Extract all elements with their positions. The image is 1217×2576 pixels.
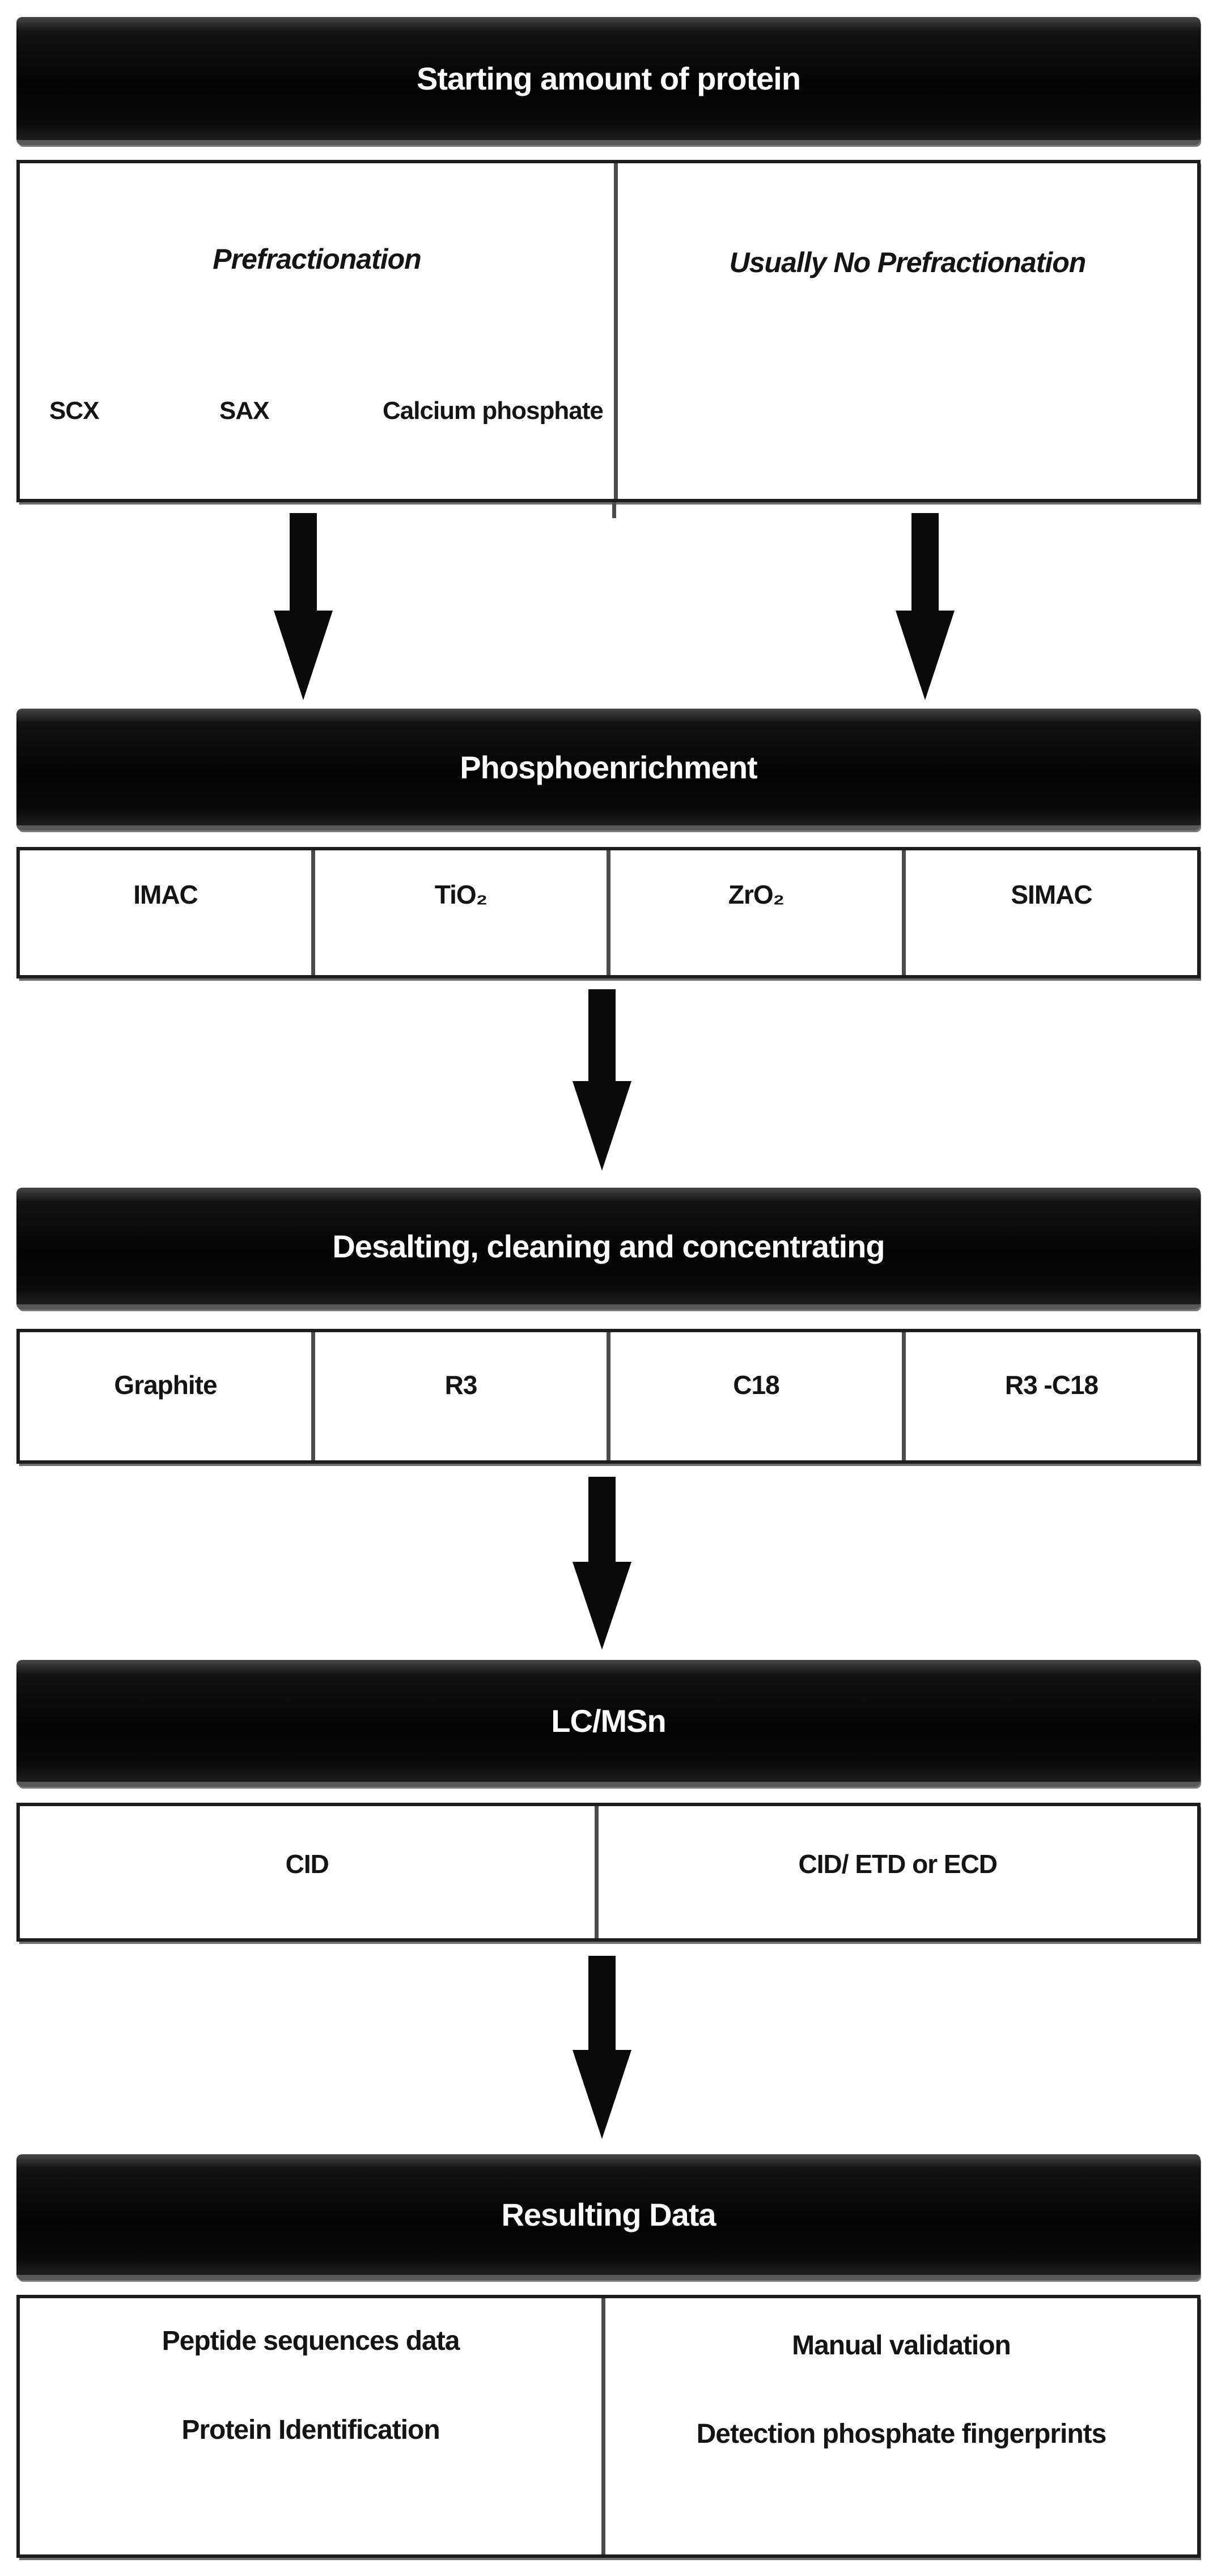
divider-tail xyxy=(612,502,616,518)
prefractionation-box: Prefractionation SCX SAX Calcium phospha… xyxy=(16,160,1201,502)
stage-title: Resulting Data xyxy=(501,2197,716,2232)
methods-cells: Graphite R3 C18 R3 -C18 xyxy=(20,1332,1197,1460)
arrow-shaft xyxy=(588,1477,616,1562)
method-cell-tio2: TiO₂ xyxy=(311,850,607,975)
column-divider xyxy=(601,2298,605,2554)
stage-title: LC/MSn xyxy=(551,1703,666,1739)
result-detection-fingerprints: Detection phosphate fingerprints xyxy=(696,2419,1107,2449)
results-right-column: Manual validation Detection phosphate fi… xyxy=(605,2298,1197,2554)
methods-cells: IMAC TiO₂ ZrO₂ SIMAC xyxy=(20,850,1197,975)
stage-bar-resulting-data: Resulting Data xyxy=(16,2154,1201,2280)
phosphoenrichment-methods-row: IMAC TiO₂ ZrO₂ SIMAC xyxy=(16,847,1201,978)
stage-bar-desalting: Desalting, cleaning and concentrating xyxy=(16,1188,1201,1310)
method-label-scx: SCX xyxy=(49,397,99,425)
method-label-calcium-phosphate: Calcium phosphate xyxy=(383,397,604,425)
method-cell-r3: R3 xyxy=(311,1332,607,1460)
arrow-head xyxy=(573,1081,631,1171)
arrow-shaft xyxy=(290,513,317,611)
resulting-data-box: Peptide sequences data Protein Identific… xyxy=(16,2295,1201,2558)
stage-bar-lcmsn: LC/MSn xyxy=(16,1660,1201,1787)
arrow-head xyxy=(573,2050,631,2139)
method-cell-cid: CID xyxy=(285,1849,329,1879)
method-cell-zro2: ZrO₂ xyxy=(607,850,902,975)
method-cell-imac: IMAC xyxy=(133,880,198,909)
method-label-sax: SAX xyxy=(219,397,269,425)
fragmentation-row: CID CID/ ETD or ECD xyxy=(16,1803,1201,1942)
method-cell-cid-etd-ecd: CID/ ETD or ECD xyxy=(594,1806,1197,1938)
arrow-head xyxy=(573,1562,631,1650)
arrow-head xyxy=(896,611,955,700)
prefractionation-left-header: Prefractionation xyxy=(213,243,421,275)
method-cell-c18: C18 xyxy=(607,1332,902,1460)
results-left-column: Peptide sequences data Protein Identific… xyxy=(20,2298,601,2554)
arrow-shaft xyxy=(588,1956,616,2050)
arrow-head xyxy=(274,611,333,700)
method-cell-r3-c18: R3 -C18 xyxy=(902,1332,1197,1460)
result-peptide-sequences: Peptide sequences data xyxy=(162,2326,460,2356)
prefractionation-right-header: Usually No Prefractionation xyxy=(729,247,1087,278)
stage-title: Desalting, cleaning and concentrating xyxy=(332,1228,885,1264)
prefractionation-left-column: Prefractionation SCX SAX Calcium phospha… xyxy=(20,163,614,499)
result-protein-identification: Protein Identification xyxy=(181,2415,440,2445)
stage-bar-starting-amount: Starting amount of protein xyxy=(16,17,1201,145)
arrow-shaft xyxy=(911,513,939,611)
result-manual-validation: Manual validation xyxy=(792,2331,1011,2361)
method-cell-simac: SIMAC xyxy=(902,850,1197,975)
arrow-shaft xyxy=(588,989,616,1081)
prefractionation-right-column: Usually No Prefractionation xyxy=(618,163,1197,499)
stage-title: Phosphoenrichment xyxy=(460,749,757,785)
methods-cells: CID CID/ ETD or ECD xyxy=(20,1806,1197,1938)
column-divider xyxy=(614,163,618,499)
method-cell-graphite: Graphite xyxy=(114,1370,217,1400)
stage-bar-phosphoenrichment: Phosphoenrichment xyxy=(16,709,1201,831)
stage-title: Starting amount of protein xyxy=(416,61,801,96)
desalting-methods-row: Graphite R3 C18 R3 -C18 xyxy=(16,1329,1201,1464)
